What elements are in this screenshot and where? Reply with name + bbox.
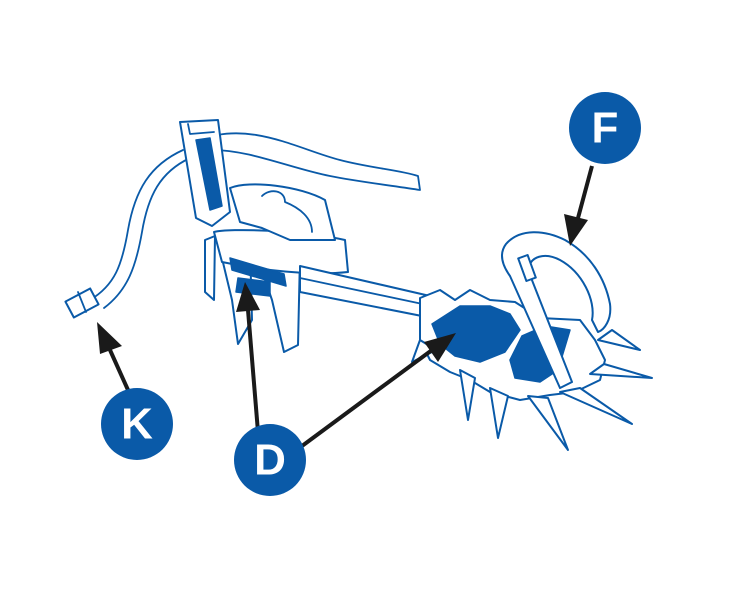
heel-lever <box>179 119 231 227</box>
callout-k-label: K <box>121 400 153 449</box>
toe-bail <box>500 231 612 389</box>
arrow-d-heel <box>236 282 260 433</box>
linking-bar <box>299 265 433 319</box>
callout-d: D <box>234 424 306 496</box>
arrow-d-toe <box>300 333 456 448</box>
callout-f: F <box>569 92 641 164</box>
callout-d-label: D <box>254 436 286 485</box>
arrow-k <box>97 322 130 391</box>
callout-f-label: F <box>592 104 619 153</box>
arrow-f <box>564 165 594 246</box>
callout-k: K <box>101 388 173 460</box>
strap-buckle <box>64 287 100 319</box>
ankle-strap <box>89 132 421 309</box>
